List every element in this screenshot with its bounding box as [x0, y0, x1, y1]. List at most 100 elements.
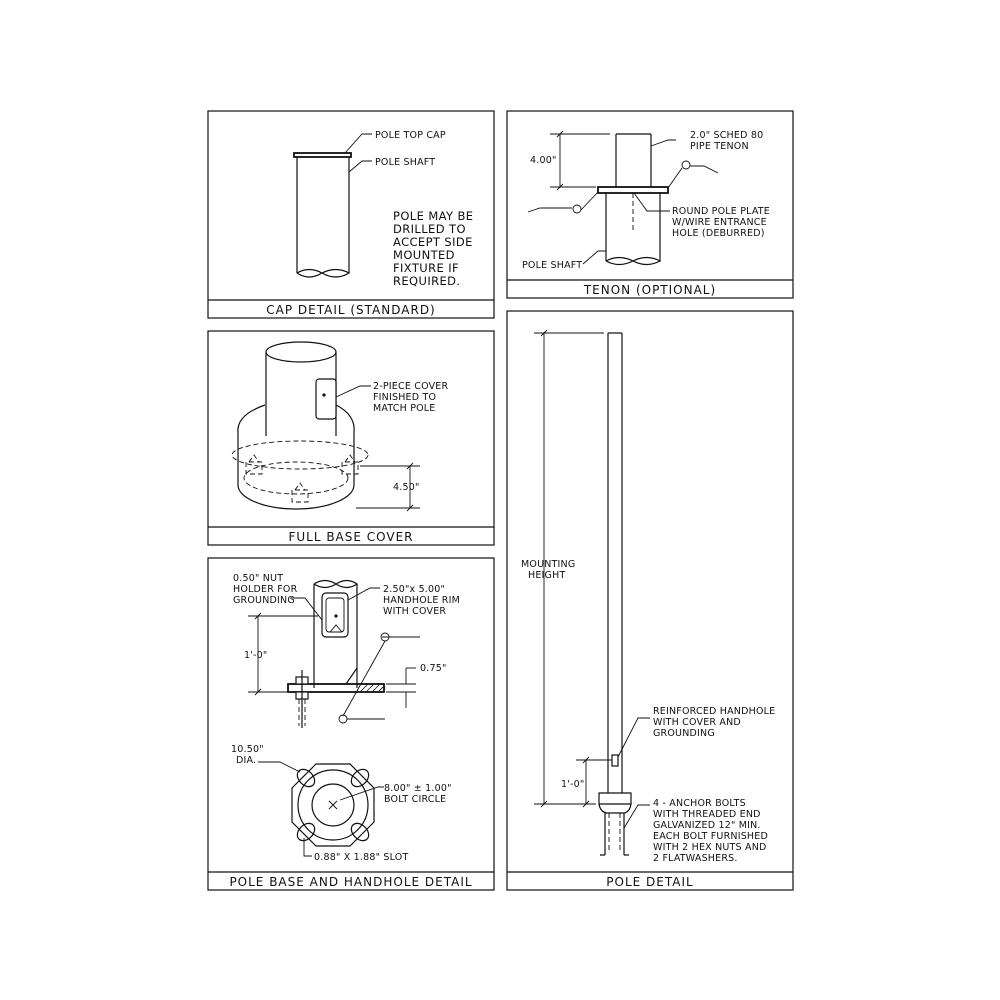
pole-handhole-height-dim: 1'-0"	[561, 779, 585, 790]
rim-label-2: HANDHOLE RIM	[383, 595, 460, 606]
handhole-opening	[325, 597, 345, 633]
dim-tick	[582, 756, 590, 764]
dim-tick	[406, 462, 414, 470]
tenon-panel: TENON (OPTIONAL) 4.00" 2.0" SCHED 80 PIP…	[506, 110, 794, 299]
base-plate	[287, 683, 385, 693]
dia-label-1: 10.50"	[231, 744, 264, 755]
cap-detail-caption: CAP DETAIL (STANDARD)	[266, 303, 436, 317]
tenon-shaft-label: POLE SHAFT	[522, 260, 582, 271]
plate-thickness-dim: 0.75"	[420, 663, 447, 674]
handhole-height-dim: 1'-0"	[244, 650, 268, 661]
handhole-height-dimension: 1'-0"	[244, 612, 318, 696]
mounting-height-label-2: HEIGHT	[528, 570, 565, 581]
base-cover-frame	[207, 330, 495, 546]
cap-panel-frame	[207, 110, 495, 319]
handhole-caption: POLE BASE AND HANDHOLE DETAIL	[229, 875, 472, 889]
cap-note-line: FIXTURE IF	[393, 261, 459, 275]
cover-label-3: MATCH POLE	[373, 403, 436, 414]
pole-break-symbol	[296, 268, 351, 278]
section-line	[342, 640, 386, 717]
cover-height-dim: 4.50"	[393, 482, 420, 493]
dim-tick	[540, 800, 548, 808]
anchor-bolts-label-5: WITH 2 HEX NUTS AND	[653, 842, 767, 853]
tenon-panel-frame	[506, 110, 794, 299]
rim-leader	[347, 587, 380, 601]
handhole-cover	[315, 378, 337, 420]
pipe-tenon-label-2: PIPE TENON	[690, 141, 749, 152]
nut-holder-label-1: 0.50" NUT	[233, 573, 283, 584]
pole-detail-caption: POLE DETAIL	[606, 875, 693, 889]
bolt-slot	[350, 822, 370, 842]
anchor-bolts-label-4: EACH BOLT FURNISHED	[653, 831, 768, 842]
anchor-bolts-label-2: WITH THREADED END	[653, 809, 761, 820]
cap-note-line: POLE MAY BE	[393, 209, 473, 223]
gusset	[345, 667, 358, 685]
section-marker	[572, 204, 582, 214]
bolt-circle-label-2: BOLT CIRCLE	[384, 794, 446, 805]
handhole-latch	[329, 624, 343, 633]
anchor-bolts-label-3: GALVANIZED 12" MIN.	[653, 820, 761, 831]
handhole-label-2: WITH COVER AND	[653, 717, 741, 728]
anchor-nut-hidden	[245, 454, 263, 475]
plate-thickness-dimension: 0.75"	[386, 663, 447, 708]
bolt-circle	[297, 769, 369, 841]
mounting-height-label-1: MOUNTING	[521, 559, 575, 570]
cap-note-line: MOUNTED	[393, 248, 455, 262]
grounding-nut	[334, 614, 338, 618]
rim-label-3: WITH COVER	[383, 606, 446, 617]
anchor-bolts-leader	[623, 804, 650, 829]
shaft-leader	[348, 160, 372, 173]
slot-leader	[303, 838, 312, 857]
dim-tick	[406, 504, 414, 512]
rim-label-1: 2.50"x 5.00"	[383, 584, 445, 595]
dim-tick	[254, 688, 262, 696]
anchor-bolts-label-6: 2 FLATWASHERS.	[653, 853, 738, 864]
section-cut-right	[690, 165, 719, 174]
reinforced-handhole	[611, 754, 619, 767]
cover-screw	[322, 393, 326, 397]
section-cut-left	[527, 207, 572, 213]
dia-label-2: DIA.	[236, 755, 256, 766]
pole-opening	[311, 783, 355, 827]
base-cover-drawing	[231, 341, 369, 510]
plate-label-1: ROUND POLE PLATE	[672, 206, 770, 217]
pole-elevation	[598, 332, 632, 856]
plate-hatch	[371, 683, 381, 693]
nut-holder-leader	[290, 597, 323, 621]
section-marker	[681, 160, 691, 170]
bolt-slot	[350, 768, 370, 788]
bolt-circle-leader	[339, 786, 384, 801]
cover-leader	[335, 385, 371, 398]
pipe-leader	[650, 139, 676, 147]
handhole-rim	[321, 592, 349, 638]
plate-leader	[633, 192, 670, 212]
shaft-break-symbol	[605, 256, 662, 266]
pole-shaft-label: POLE SHAFT	[375, 157, 435, 168]
dia-leader	[258, 761, 301, 773]
handhole-panel-frame	[207, 557, 495, 891]
pole-top-cap-drawing	[293, 152, 352, 278]
plate-hatch	[377, 685, 385, 693]
pole-panel-frame	[506, 310, 794, 891]
dim-tick	[556, 130, 564, 138]
base-cover-caption: FULL BASE COVER	[288, 530, 413, 544]
pole-detail-panel: POLE DETAIL MOUNTING HEIGHT	[506, 310, 794, 891]
cover-height-dimension: 4.50"	[356, 462, 420, 512]
section-leader	[580, 191, 599, 211]
tenon-caption: TENON (OPTIONAL)	[583, 283, 716, 297]
handhole-detail-panel: POLE BASE AND HANDHOLE DETAIL 0.50" NUT …	[207, 557, 495, 891]
cap-detail-panel: CAP DETAIL (STANDARD) POLE TOP CAP POLE …	[207, 110, 495, 319]
pole-top-opening	[265, 341, 337, 363]
base-plate-hidden	[243, 461, 349, 495]
top-cap-leader	[344, 133, 372, 154]
pole-top-cap	[293, 152, 352, 158]
tenon-shaft-leader	[582, 250, 606, 265]
round-pole-plate	[597, 186, 669, 194]
cover-body	[237, 433, 355, 510]
anchor-nut-hidden	[291, 482, 309, 503]
pole-break-symbol	[313, 579, 359, 589]
handhole-label-1: REINFORCED HANDHOLE	[653, 706, 775, 717]
handhole-label-3: GROUNDING	[653, 728, 715, 739]
cap-note: POLE MAY BE DRILLED TO ACCEPT SIDE MOUNT…	[393, 209, 473, 288]
